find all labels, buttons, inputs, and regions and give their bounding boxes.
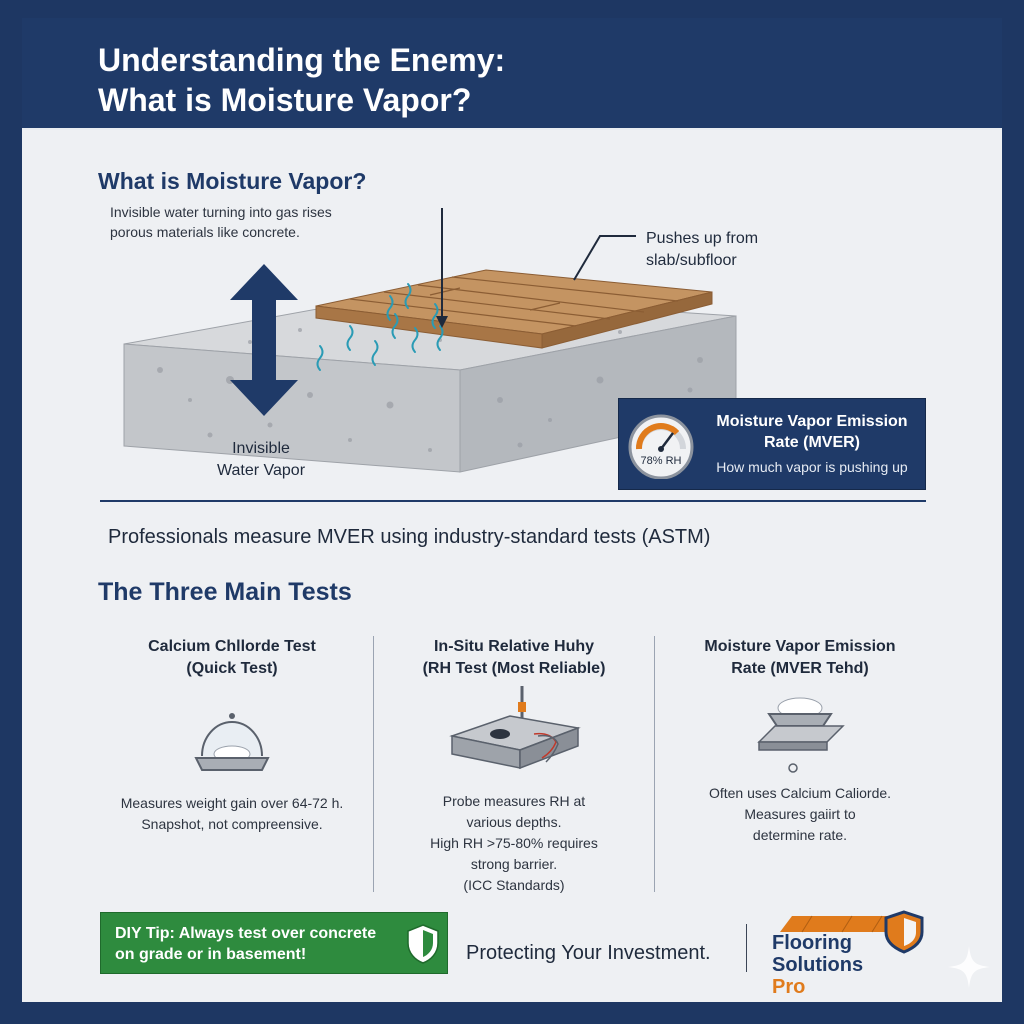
intro-line1: Invisible water turning into gas rises [110, 204, 332, 220]
test-description: Probe measures RH at various depths. Hig… [386, 791, 642, 896]
test-card-calcium: Calcium Chllorde Test (Quick Test) Measu… [100, 636, 364, 835]
callout-line1: Pushes up from [646, 230, 759, 247]
section-intro: Invisible water turning into gas rises p… [110, 202, 332, 242]
brand-logo: Flooring Solutions Pro [772, 932, 863, 998]
test-title-line1: In-Situ Relative Huhy [433, 638, 595, 655]
logo-line1: Flooring [772, 932, 852, 954]
page-title: Understanding the Enemy: What is Moistur… [98, 40, 978, 120]
dish-scale-icon [757, 697, 845, 773]
logo-line2: Solutions Pro [772, 954, 863, 998]
mver-subtitle: How much vapor is pushing up [716, 459, 908, 475]
test-desc-line: strong barrier. [470, 856, 558, 872]
vapor-label-line2: Water Vapor [216, 462, 306, 479]
test-title-line1: Calcium Chllorde Test [148, 638, 316, 655]
logo-pro: Pro [772, 976, 806, 998]
slab-illustration [123, 208, 737, 473]
section-title: What is Moisture Vapor? [98, 168, 367, 194]
diy-tip-banner: DIY Tip: Always test over concrete on gr… [100, 912, 448, 974]
gauge-reading: 78% RH [640, 455, 682, 467]
test-desc-line: (ICC Standards) [463, 877, 565, 893]
test-desc-line: Snapshot, not compreensive. [141, 816, 323, 832]
callout-text: Pushes up from slab/subfloor [646, 228, 796, 272]
down-pointer-icon [436, 208, 448, 328]
mver-title-line2: Rate (MVER) [763, 434, 860, 451]
test-title-line2: (RH Test (Most Reliable) [422, 660, 606, 677]
title-banner: Understanding the Enemy: What is Moistur… [22, 18, 1002, 130]
tip-text: DIY Tip: Always test over concrete on gr… [115, 923, 405, 965]
test-desc-line: Measures weight gain over 64-72 h. [120, 795, 344, 811]
test-desc-line: Probe measures RH at [442, 793, 586, 809]
tests-heading: The Three Main Tests [98, 578, 352, 606]
footer-divider [746, 924, 747, 972]
rh-probe-icon [449, 686, 581, 770]
test-desc-line: Measures gaiirt to [744, 806, 856, 822]
vapor-wisps [316, 283, 444, 371]
page-title-line2: What is Moisture Vapor? [98, 82, 472, 118]
section-divider [100, 500, 926, 502]
test-description: Measures weight gain over 64-72 h. Snaps… [100, 793, 364, 835]
double-arrow-icon [230, 264, 298, 416]
test-desc-line: High RH >75-80% requires [430, 835, 598, 851]
test-card-rh: In-Situ Relative Huhy (RH Test (Most Rel… [386, 636, 642, 896]
shield-check-icon [407, 924, 439, 964]
test-desc-line: determine rate. [752, 827, 848, 843]
page-title-line1: Understanding the Enemy: [98, 42, 506, 78]
gauge-icon [628, 414, 694, 479]
test-title: In-Situ Relative Huhy (RH Test (Most Rel… [386, 636, 642, 680]
test-card-mver: Moisture Vapor Emission Rate (MVER Tehd)… [666, 636, 934, 846]
test-title-line2: (Quick Test) [186, 660, 278, 677]
tagline: Protecting Your Investment. [466, 942, 711, 964]
test-title: Calcium Chllorde Test (Quick Test) [100, 636, 364, 680]
mver-title-line1: Moisture Vapor Emission [716, 413, 908, 430]
test-desc-line: various depths. [466, 814, 562, 830]
vapor-label-line1: Invisible [232, 440, 290, 457]
test-title: Moisture Vapor Emission Rate (MVER Tehd) [666, 636, 934, 680]
column-divider [373, 636, 374, 892]
intro-line2: porous materials like concrete. [110, 224, 300, 240]
logo-graphic [780, 910, 924, 954]
tip-line2: on grade or in basement! [115, 946, 307, 963]
sparkle-icon [948, 946, 990, 988]
test-title-line1: Moisture Vapor Emission [704, 638, 896, 655]
callout-leader [573, 235, 636, 281]
test-description: Often uses Calcium Caliorde. Measures ga… [666, 783, 934, 846]
callout-line2: slab/subfloor [646, 252, 737, 269]
mver-card: 78% RH Moisture Vapor Emission Rate (MVE… [618, 398, 926, 490]
mver-title: Moisture Vapor Emission Rate (MVER) [701, 411, 923, 453]
test-desc-line: Often uses Calcium Caliorde. [708, 785, 892, 801]
column-divider [654, 636, 655, 892]
dome-dish-icon [194, 713, 270, 771]
astm-subtitle: Professionals measure MVER using industr… [108, 526, 711, 548]
logo-solutions: Solutions [772, 954, 864, 976]
test-title-line2: Rate (MVER Tehd) [731, 660, 869, 677]
wood-flooring [315, 269, 713, 349]
tip-line1: DIY Tip: Always test over concrete [115, 925, 377, 942]
vapor-label: Invisible Water Vapor [196, 438, 326, 482]
